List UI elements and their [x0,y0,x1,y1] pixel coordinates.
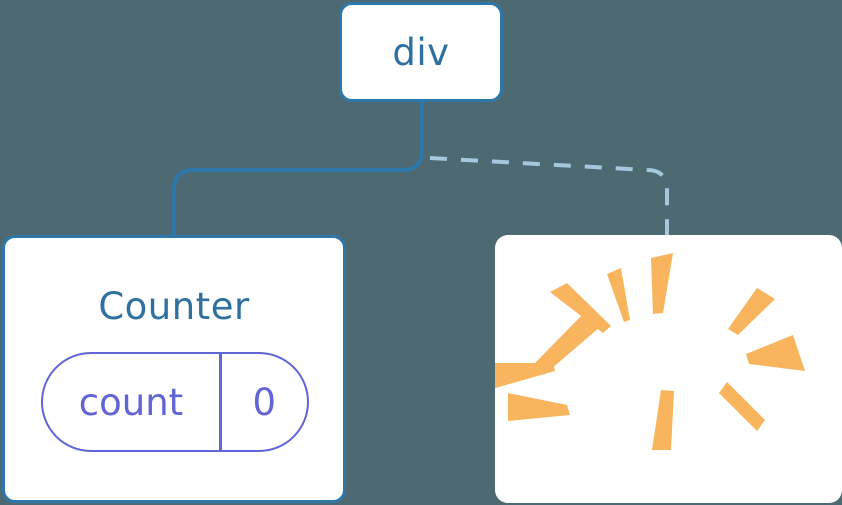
ray-sse [508,393,570,421]
ray-n [651,253,673,314]
ray-nw [550,283,611,333]
edge-div-to-counter [172,168,410,237]
node-div-label: div [392,30,450,74]
ray-ne [728,288,775,335]
sparkle-burst-icon [495,253,805,450]
ray-sw [535,309,600,375]
ray-nnw [607,268,630,322]
node-sparkle[interactable] [495,235,842,503]
node-counter-label: Counter [98,285,250,328]
state-pill-divider [219,354,222,450]
node-div[interactable]: div [339,2,503,102]
edge-div-to-sparkle [429,156,669,237]
ray-se [719,382,765,431]
state-pill-value: 0 [252,380,277,424]
state-pill-key: count [78,380,184,424]
state-pill-count[interactable]: count 0 [41,352,309,452]
edge-div-trunk [401,101,424,172]
ray-s [652,390,674,450]
ray-ese [746,335,805,371]
